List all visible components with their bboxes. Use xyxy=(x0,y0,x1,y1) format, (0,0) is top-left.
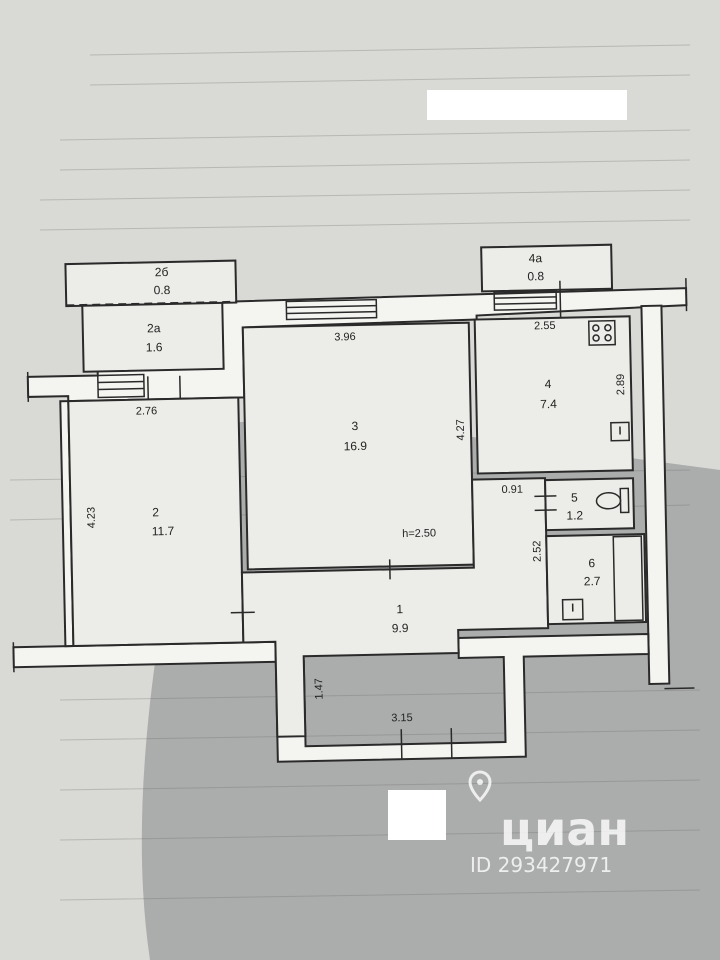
room-1-area: 9.9 xyxy=(392,621,409,635)
room-2b-area: 0.8 xyxy=(153,283,170,297)
room-4-area: 7.4 xyxy=(540,397,557,411)
room-4a-area: 0.8 xyxy=(527,269,544,283)
room-3-area: 16.9 xyxy=(343,439,367,453)
room-2a-number: 2а xyxy=(147,321,161,335)
room-5-number: 5 xyxy=(571,490,578,504)
washbasin-icon xyxy=(561,598,584,621)
dim-0-91: 0.91 xyxy=(501,484,523,496)
room-2-number: 2 xyxy=(152,505,159,519)
room-6-number: 6 xyxy=(588,556,595,570)
room-2a-area: 1.6 xyxy=(146,340,163,354)
toilet-icon xyxy=(595,487,630,514)
room-6 xyxy=(545,533,648,626)
balcony-4a xyxy=(480,243,614,293)
balcony-2b xyxy=(64,259,238,308)
room-2 xyxy=(67,396,245,648)
room-1-number: 1 xyxy=(396,602,403,616)
walls: 2б 0.8 2а 1.6 2 11.7 3 16.9 1 9.9 4 7.4 … xyxy=(12,243,695,763)
location-pin-icon xyxy=(468,770,492,803)
watermark-id: ID 293427971 xyxy=(470,853,612,877)
door-marks xyxy=(147,280,562,760)
ceiling-height: h=2.50 xyxy=(402,527,436,540)
dim-3-96: 3.96 xyxy=(334,331,356,343)
watermark-brand: циан xyxy=(500,802,629,856)
room-4a-number: 4а xyxy=(529,251,543,265)
dim-2-76: 2.76 xyxy=(136,405,158,417)
redaction-box-bottom xyxy=(388,790,446,840)
windows xyxy=(96,290,558,399)
dim-4-27: 4.27 xyxy=(455,419,467,441)
dim-4-23: 4.23 xyxy=(86,507,98,529)
room-labels: 2б 0.8 2а 1.6 2 11.7 3 16.9 1 9.9 4 7.4 … xyxy=(146,251,601,635)
room-5-area: 1.2 xyxy=(566,508,583,522)
dim-3-15: 3.15 xyxy=(391,712,413,724)
room-3 xyxy=(241,321,475,571)
room-2-area: 11.7 xyxy=(152,524,175,538)
stove-icon xyxy=(587,319,616,346)
room-6-area: 2.7 xyxy=(584,574,601,588)
cian-watermark: циан ID 293427971 xyxy=(468,770,629,877)
bathtub-icon xyxy=(612,535,644,622)
dim-1-47: 1.47 xyxy=(313,678,325,700)
room-5 xyxy=(544,477,636,532)
room-2b-number: 2б xyxy=(155,265,169,279)
break-marks xyxy=(12,278,695,690)
dimension-labels: 2.76 3.96 2.55 2.89 4.27 4.23 0.91 2.52 … xyxy=(86,320,628,725)
dim-2-55: 2.55 xyxy=(534,320,556,332)
background-document-lines xyxy=(9,44,701,901)
room-3-number: 3 xyxy=(351,419,358,433)
sink-icon xyxy=(610,421,630,442)
room-4 xyxy=(473,315,634,475)
redaction-box-top xyxy=(427,90,627,120)
loggia-2a xyxy=(81,301,225,373)
dim-2-52: 2.52 xyxy=(531,540,543,562)
dim-2-89: 2.89 xyxy=(615,374,627,396)
room-1 xyxy=(240,477,550,738)
room-4-number: 4 xyxy=(545,377,552,391)
